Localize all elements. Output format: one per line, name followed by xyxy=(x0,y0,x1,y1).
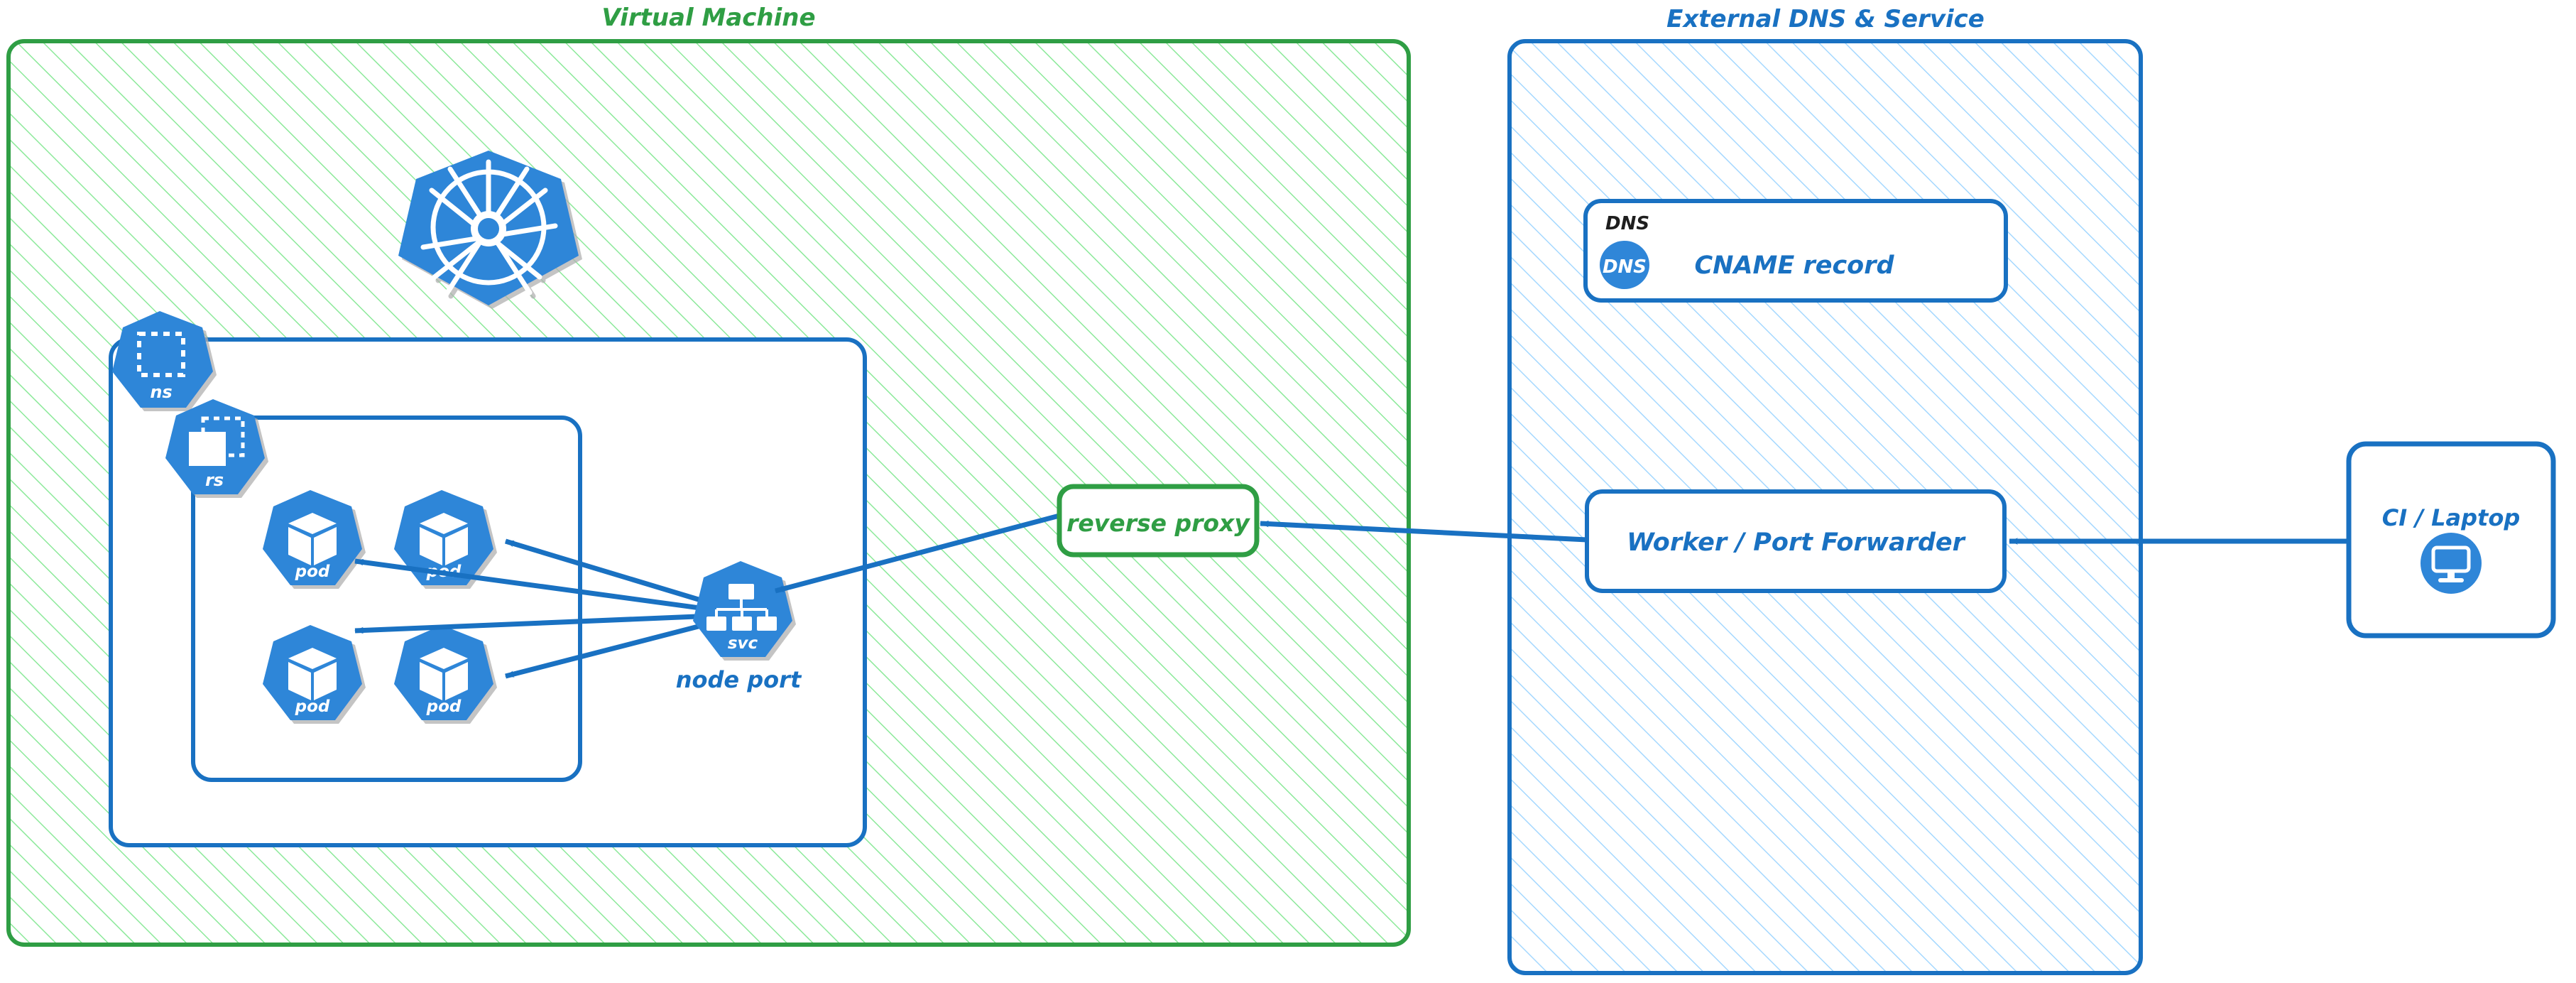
pod-label: pod xyxy=(426,697,462,716)
replicaset-badge-label: rs xyxy=(205,470,224,490)
worker-to-reverse-proxy-arrow xyxy=(1260,520,1588,543)
panel-external-dns-service: External DNS & Service xyxy=(1507,5,2143,975)
dns-badge-text: DNS xyxy=(1603,256,1647,278)
worker-card-label: Worker / Port Forwarder xyxy=(1627,528,1967,557)
dns-card-corner-label: DNS xyxy=(1605,213,1649,234)
namespace-badge: ns xyxy=(112,311,213,408)
svc-to-pod-arrow xyxy=(354,612,732,634)
svc-to-pod-arrow xyxy=(504,538,733,612)
reverse-proxy-card[interactable]: reverse proxy xyxy=(1057,484,1260,558)
pod-node: pod xyxy=(263,625,362,720)
service-badge-label: svc xyxy=(728,634,758,653)
dns-card-title: CNAME record xyxy=(1694,251,1894,280)
kubernetes-logo xyxy=(398,151,579,305)
pod-label: pod xyxy=(295,563,330,581)
dns-badge-icon xyxy=(1600,241,1649,289)
external-panel-title: External DNS & Service xyxy=(1666,5,1985,33)
svc-to-pod-arrow xyxy=(354,558,732,615)
dns-card-box[interactable] xyxy=(1583,199,2008,303)
virtual-machine-panel-title: Virtual Machine xyxy=(601,4,815,32)
replicaset-badge: rs xyxy=(165,399,265,494)
dns-card[interactable]: DNS DNS CNAME record xyxy=(1583,199,2008,303)
desktop-monitor-icon xyxy=(2421,533,2482,594)
reverse-proxy-label: reverse proxy xyxy=(1066,509,1250,537)
pod-node: pod xyxy=(263,490,362,585)
pod-label: pod xyxy=(295,697,330,716)
client-card-label: CI / Laptop xyxy=(2382,504,2520,531)
namespace-icon xyxy=(137,332,185,377)
namespace-badge-label: ns xyxy=(150,382,172,402)
pod-node: pod xyxy=(394,625,493,720)
reverse-proxy-box[interactable] xyxy=(1057,484,1260,558)
node-port-caption: node port xyxy=(676,666,802,693)
worker-card[interactable]: Worker / Port Forwarder xyxy=(1585,489,2007,593)
service-node: svc xyxy=(693,561,792,657)
svc-to-pod-arrow xyxy=(505,615,732,679)
worker-card-box[interactable] xyxy=(1585,489,2007,593)
pod-node: pod xyxy=(394,490,493,585)
reverse-proxy-to-service-arrow xyxy=(775,513,1060,594)
client-card[interactable]: CI / Laptop xyxy=(2346,441,2556,639)
service-to-pod-arrows xyxy=(354,538,733,679)
